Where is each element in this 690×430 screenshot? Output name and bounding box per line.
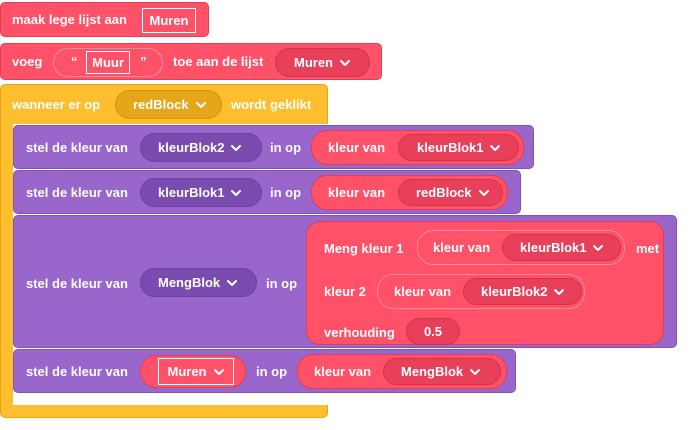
source-dropdown[interactable]: kleurBlok2 [463, 278, 582, 305]
set-color-label: stel de kleur van [26, 364, 128, 379]
list-name-input[interactable]: Muren [142, 8, 196, 33]
make-empty-list-block[interactable]: maak lege lijst aan Muren [0, 2, 209, 37]
chevron-down-icon [226, 278, 238, 288]
source-dropdown-value: kleurBlok1 [417, 140, 484, 155]
chevron-down-icon [489, 143, 501, 153]
in-op-label: in op [270, 185, 302, 200]
chevron-down-icon [469, 367, 481, 377]
target-dropdown-value: kleurBlok2 [158, 140, 225, 155]
target-dropdown-value: MengBlok [158, 275, 221, 290]
color-of-label: kleur van [328, 140, 386, 155]
target-dropdown-value: kleurBlok1 [158, 185, 225, 200]
target-list-dropdown[interactable]: Muren [158, 358, 234, 385]
list-dropdown[interactable]: Muren [275, 48, 370, 77]
sprite-dropdown-value: redBlock [133, 97, 189, 112]
event-prefix-label: wanneer er op [12, 97, 101, 112]
source-dropdown[interactable]: kleurBlok1 [502, 234, 621, 261]
event-suffix-label: wordt geklikt [231, 97, 312, 112]
chevron-down-icon [213, 367, 225, 377]
color-of-label: kleur van [314, 364, 372, 379]
in-op-label: in op [270, 140, 302, 155]
add-to-list-block[interactable]: voeg “ Muur ” toe aan de lijst Muren [0, 43, 382, 80]
color-of-reporter[interactable]: kleur van kleurBlok1 [311, 130, 524, 165]
color-of-reporter[interactable]: kleur van MengBlok [297, 354, 507, 389]
mix-with-label: met [636, 241, 660, 256]
mix-label-3: verhouding [324, 325, 395, 340]
chevron-down-icon [339, 58, 351, 68]
chevron-down-icon [478, 188, 490, 198]
set-color-label: stel de kleur van [26, 276, 128, 291]
ratio-value: 0.5 [423, 324, 443, 339]
text-value-pill[interactable]: “ Muur ” [53, 48, 163, 77]
set-color-block-4[interactable]: stel de kleur van Muren in op kleur van … [13, 349, 516, 393]
source-dropdown-value: kleurBlok1 [520, 240, 587, 255]
chevron-down-icon [592, 243, 604, 253]
target-dropdown[interactable]: MengBlok [140, 268, 257, 297]
source-dropdown-value: redBlock [416, 185, 472, 200]
chevron-down-icon [195, 100, 207, 110]
source-dropdown-value: MengBlok [401, 364, 464, 379]
chevron-down-icon [553, 287, 565, 297]
color-of-reporter[interactable]: kleur van kleurBlok2 [377, 274, 585, 309]
source-dropdown-value: kleurBlok2 [481, 284, 548, 299]
mix-label-1: Meng kleur 1 [324, 241, 404, 256]
in-op-label: in op [256, 364, 288, 379]
color-of-reporter[interactable]: kleur van kleurBlok1 [417, 230, 625, 265]
target-dropdown[interactable]: kleurBlok1 [140, 178, 262, 207]
target-dropdown[interactable]: kleurBlok2 [140, 133, 262, 162]
event-block-arm [0, 123, 13, 409]
target-list-pill[interactable]: Muren [140, 355, 246, 388]
set-color-block-2[interactable]: stel de kleur van kleurBlok1 in op kleur… [13, 170, 521, 214]
text-value-input[interactable]: Muur [86, 51, 130, 74]
sprite-dropdown[interactable]: redBlock [115, 90, 222, 119]
event-block-header[interactable]: wanneer er op redBlock wordt geklikt [0, 84, 328, 124]
list-dropdown-value: Muren [294, 55, 333, 70]
chevron-down-icon [230, 143, 242, 153]
source-dropdown[interactable]: redBlock [398, 179, 503, 206]
chevron-down-icon [230, 188, 242, 198]
event-block-footer [0, 405, 328, 418]
set-color-label: stel de kleur van [26, 185, 128, 200]
color-of-label: kleur van [433, 240, 491, 255]
set-color-label: stel de kleur van [26, 140, 128, 155]
color-of-reporter[interactable]: kleur van redBlock [311, 175, 508, 210]
target-list-value: Muren [167, 364, 207, 379]
make-list-label: maak lege lijst aan [12, 12, 127, 27]
color-of-label: kleur van [394, 284, 452, 299]
in-op-label: in op [266, 276, 298, 291]
mix-label-2: kleur 2 [324, 284, 366, 299]
text-value: Muur [92, 55, 124, 70]
color-of-label: kleur van [328, 185, 386, 200]
source-dropdown[interactable]: MengBlok [383, 358, 501, 385]
add-label: voeg [12, 54, 43, 69]
list-name-value: Muren [149, 13, 189, 28]
add-middle-label: toe aan de lijst [173, 54, 264, 69]
quote-open: “ [71, 54, 78, 69]
ratio-input[interactable]: 0.5 [406, 318, 460, 345]
quote-close: ” [140, 54, 147, 69]
mix-color-reporter[interactable]: Meng kleur 1 kleur van kleurBlok1 met kl… [306, 221, 664, 345]
set-color-block-1[interactable]: stel de kleur van kleurBlok2 in op kleur… [13, 125, 534, 169]
set-color-block-3[interactable]: stel de kleur van MengBlok in op Meng kl… [13, 215, 677, 348]
source-dropdown[interactable]: kleurBlok1 [398, 134, 519, 161]
